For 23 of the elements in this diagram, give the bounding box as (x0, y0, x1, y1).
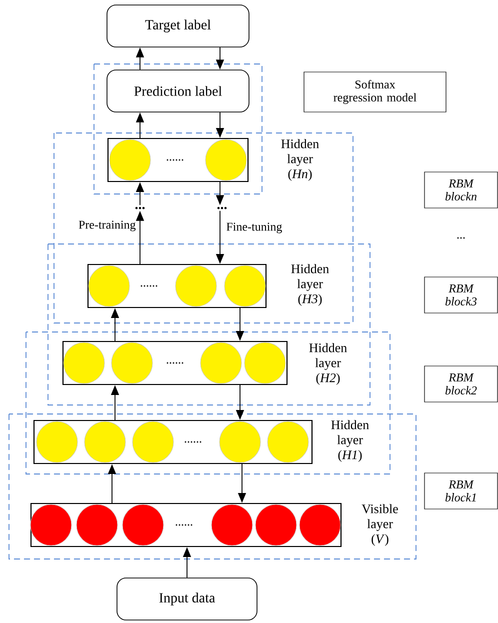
text-label: Pre-training (78, 220, 136, 232)
block-box: RBM block2 (424, 366, 498, 402)
block-box: RBM block3 (424, 276, 498, 314)
layer-box: ...... (33, 420, 313, 464)
rounded-box: Target label (106, 4, 250, 48)
layer-box: ...... (30, 502, 342, 548)
layer-box: ...... (62, 340, 288, 386)
rounded-box: Prediction label (106, 70, 250, 112)
model-box: Softmax regression model (304, 72, 446, 112)
layer-box: ...... (107, 138, 249, 182)
layer-label: Visible layer (V) (362, 504, 398, 546)
block-box: RBM blockn (424, 172, 498, 208)
layer-label: Hidden layer (Hn) (281, 139, 319, 181)
layer-label: Hidden layer (H3) (291, 264, 329, 306)
layer-label: Hidden layer (H2) (309, 343, 347, 385)
block-box: RBM block1 (424, 472, 498, 510)
rounded-box: Input data (116, 578, 258, 620)
ellipsis: ... (135, 206, 145, 210)
ellipsis: ... (217, 206, 227, 210)
text-label: ... (457, 237, 465, 239)
text-label: Fine-tuning (226, 222, 282, 234)
layer-box: ...... (87, 264, 267, 308)
layer-label: Hidden layer (H1) (331, 420, 369, 462)
